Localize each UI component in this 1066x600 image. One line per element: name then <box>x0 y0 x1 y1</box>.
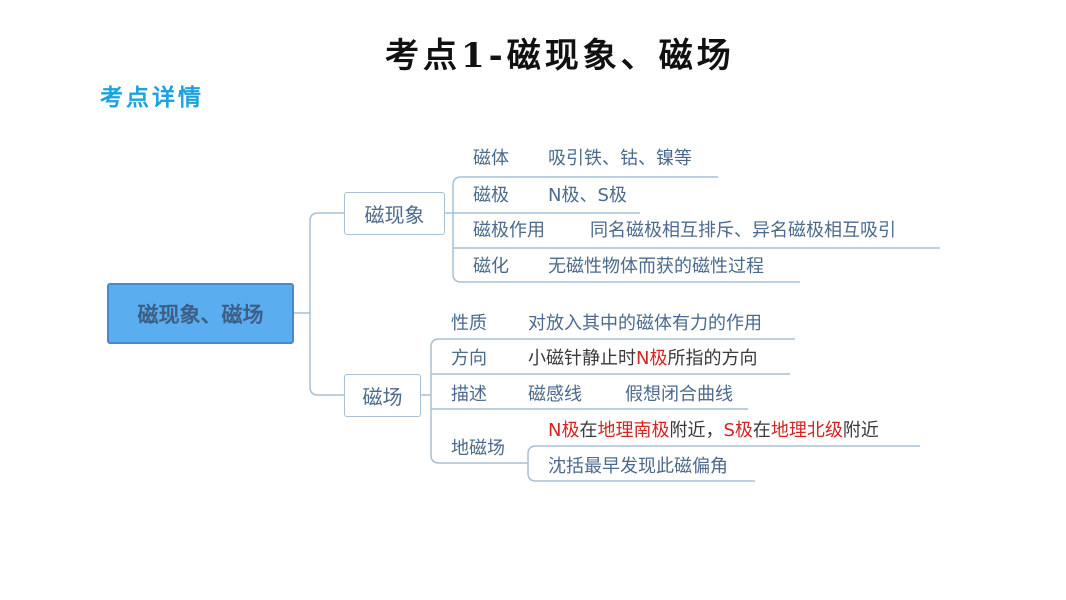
item-value: 无磁性物体而获的磁性过程 <box>548 256 764 277</box>
branch2-spine <box>430 338 795 464</box>
item-key: 磁极作用 <box>473 220 545 241</box>
item-extra: 假想闭合曲线 <box>625 384 733 405</box>
mindmap-root-node: 磁现象、磁场 <box>107 283 294 344</box>
item-value: 同名磁极相互排斥、异名磁极相互吸引 <box>590 220 896 241</box>
geomagnetic-spine <box>527 445 920 482</box>
item-value: N极、S极 <box>548 185 627 206</box>
trunk-connector <box>309 212 344 396</box>
item-value: 磁感线 <box>528 384 582 405</box>
node-magnetic-phenomena: 磁现象 <box>344 192 445 235</box>
item-value-direction: 小磁针静止时N极所指的方向 <box>528 348 758 369</box>
item-key: 磁化 <box>473 256 509 277</box>
item-key: 磁体 <box>473 148 509 169</box>
branch1-spine <box>452 176 800 283</box>
item-key: 方向 <box>451 348 487 369</box>
item-value-declination: 沈括最早发现此磁偏角 <box>548 456 728 477</box>
item-value-geomagnetic-poles: N极在地理南极附近，S极在地理北级附近 <box>548 420 879 441</box>
slide-title: 考点1-磁现象、磁场 <box>385 36 735 76</box>
item-key: 性质 <box>451 313 487 334</box>
node-magnetic-field: 磁场 <box>344 374 421 417</box>
item-value: 吸引铁、钴、镍等 <box>548 148 692 169</box>
section-subtitle: 考点详情 <box>100 84 204 111</box>
item-key: 描述 <box>451 384 487 405</box>
item-value: 对放入其中的磁体有力的作用 <box>528 313 762 334</box>
item-key: 地磁场 <box>451 438 505 459</box>
item-key: 磁极 <box>473 185 509 206</box>
